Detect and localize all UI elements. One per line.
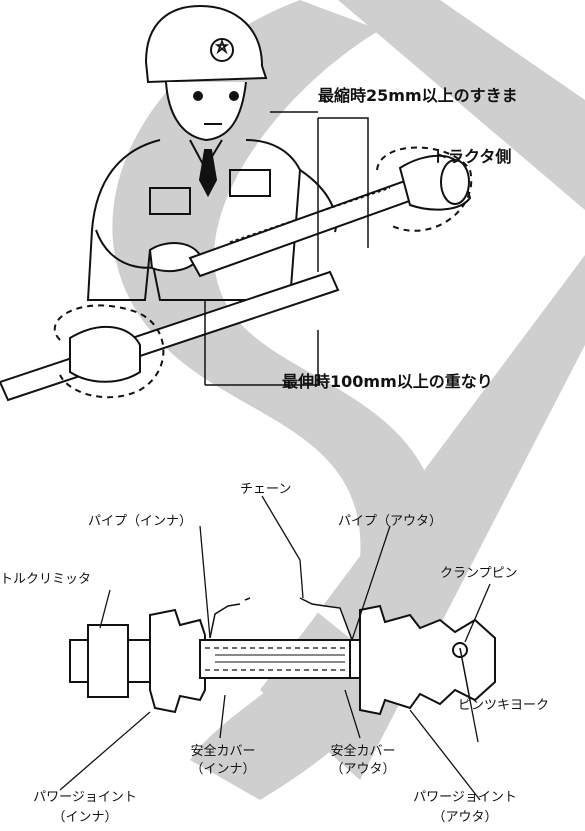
chain-label: チェーン bbox=[240, 482, 292, 497]
body bbox=[86, 139, 302, 301]
pin-yoke-label: ピンツキヨーク bbox=[458, 698, 550, 713]
cover-outer-label: 安全カバー bbox=[330, 744, 396, 759]
power-joint-inner-label: パワージョイント bbox=[33, 790, 137, 805]
cover-inner-sub-label: （インナ） bbox=[190, 762, 256, 777]
min-clearance-label: 最縮時25mm以上のすきま bbox=[318, 86, 518, 105]
torque-limiter-part bbox=[87, 624, 129, 698]
cover-inner-label: 安全カバー bbox=[190, 744, 256, 759]
inner-cover-bellow bbox=[149, 608, 206, 714]
shaft-cross-section bbox=[69, 604, 496, 716]
face bbox=[165, 81, 247, 142]
power-joint-outer-label: パワージョイント bbox=[413, 790, 517, 805]
tractor-side-label: トラクタ側 bbox=[432, 147, 512, 166]
leader-lines bbox=[59, 495, 491, 801]
torque-limiter-label: トルクリミッタ bbox=[0, 572, 92, 587]
chain bbox=[209, 597, 353, 641]
pipe-inner-label: パイプ（インナ） bbox=[88, 514, 193, 529]
max-overlap-label: 最伸時100mm以上の重なり bbox=[282, 372, 493, 391]
outer-cover-bellow bbox=[359, 604, 496, 716]
upper-shaft bbox=[188, 146, 473, 278]
pipe-outer-label: パイプ（アウタ） bbox=[338, 514, 443, 529]
measurement-lines bbox=[204, 111, 369, 386]
helmet bbox=[144, 4, 268, 84]
lower-shaft bbox=[0, 270, 340, 402]
clamp-pin-label: クランプピン bbox=[440, 566, 518, 581]
tie bbox=[198, 149, 218, 198]
worker-illustration bbox=[86, 4, 338, 301]
power-joint-outer-sub-label: （アウタ） bbox=[432, 810, 498, 825]
power-joint-inner-sub-label: （インナ） bbox=[52, 810, 118, 825]
cover-outer-sub-label: （アウタ） bbox=[330, 762, 396, 777]
